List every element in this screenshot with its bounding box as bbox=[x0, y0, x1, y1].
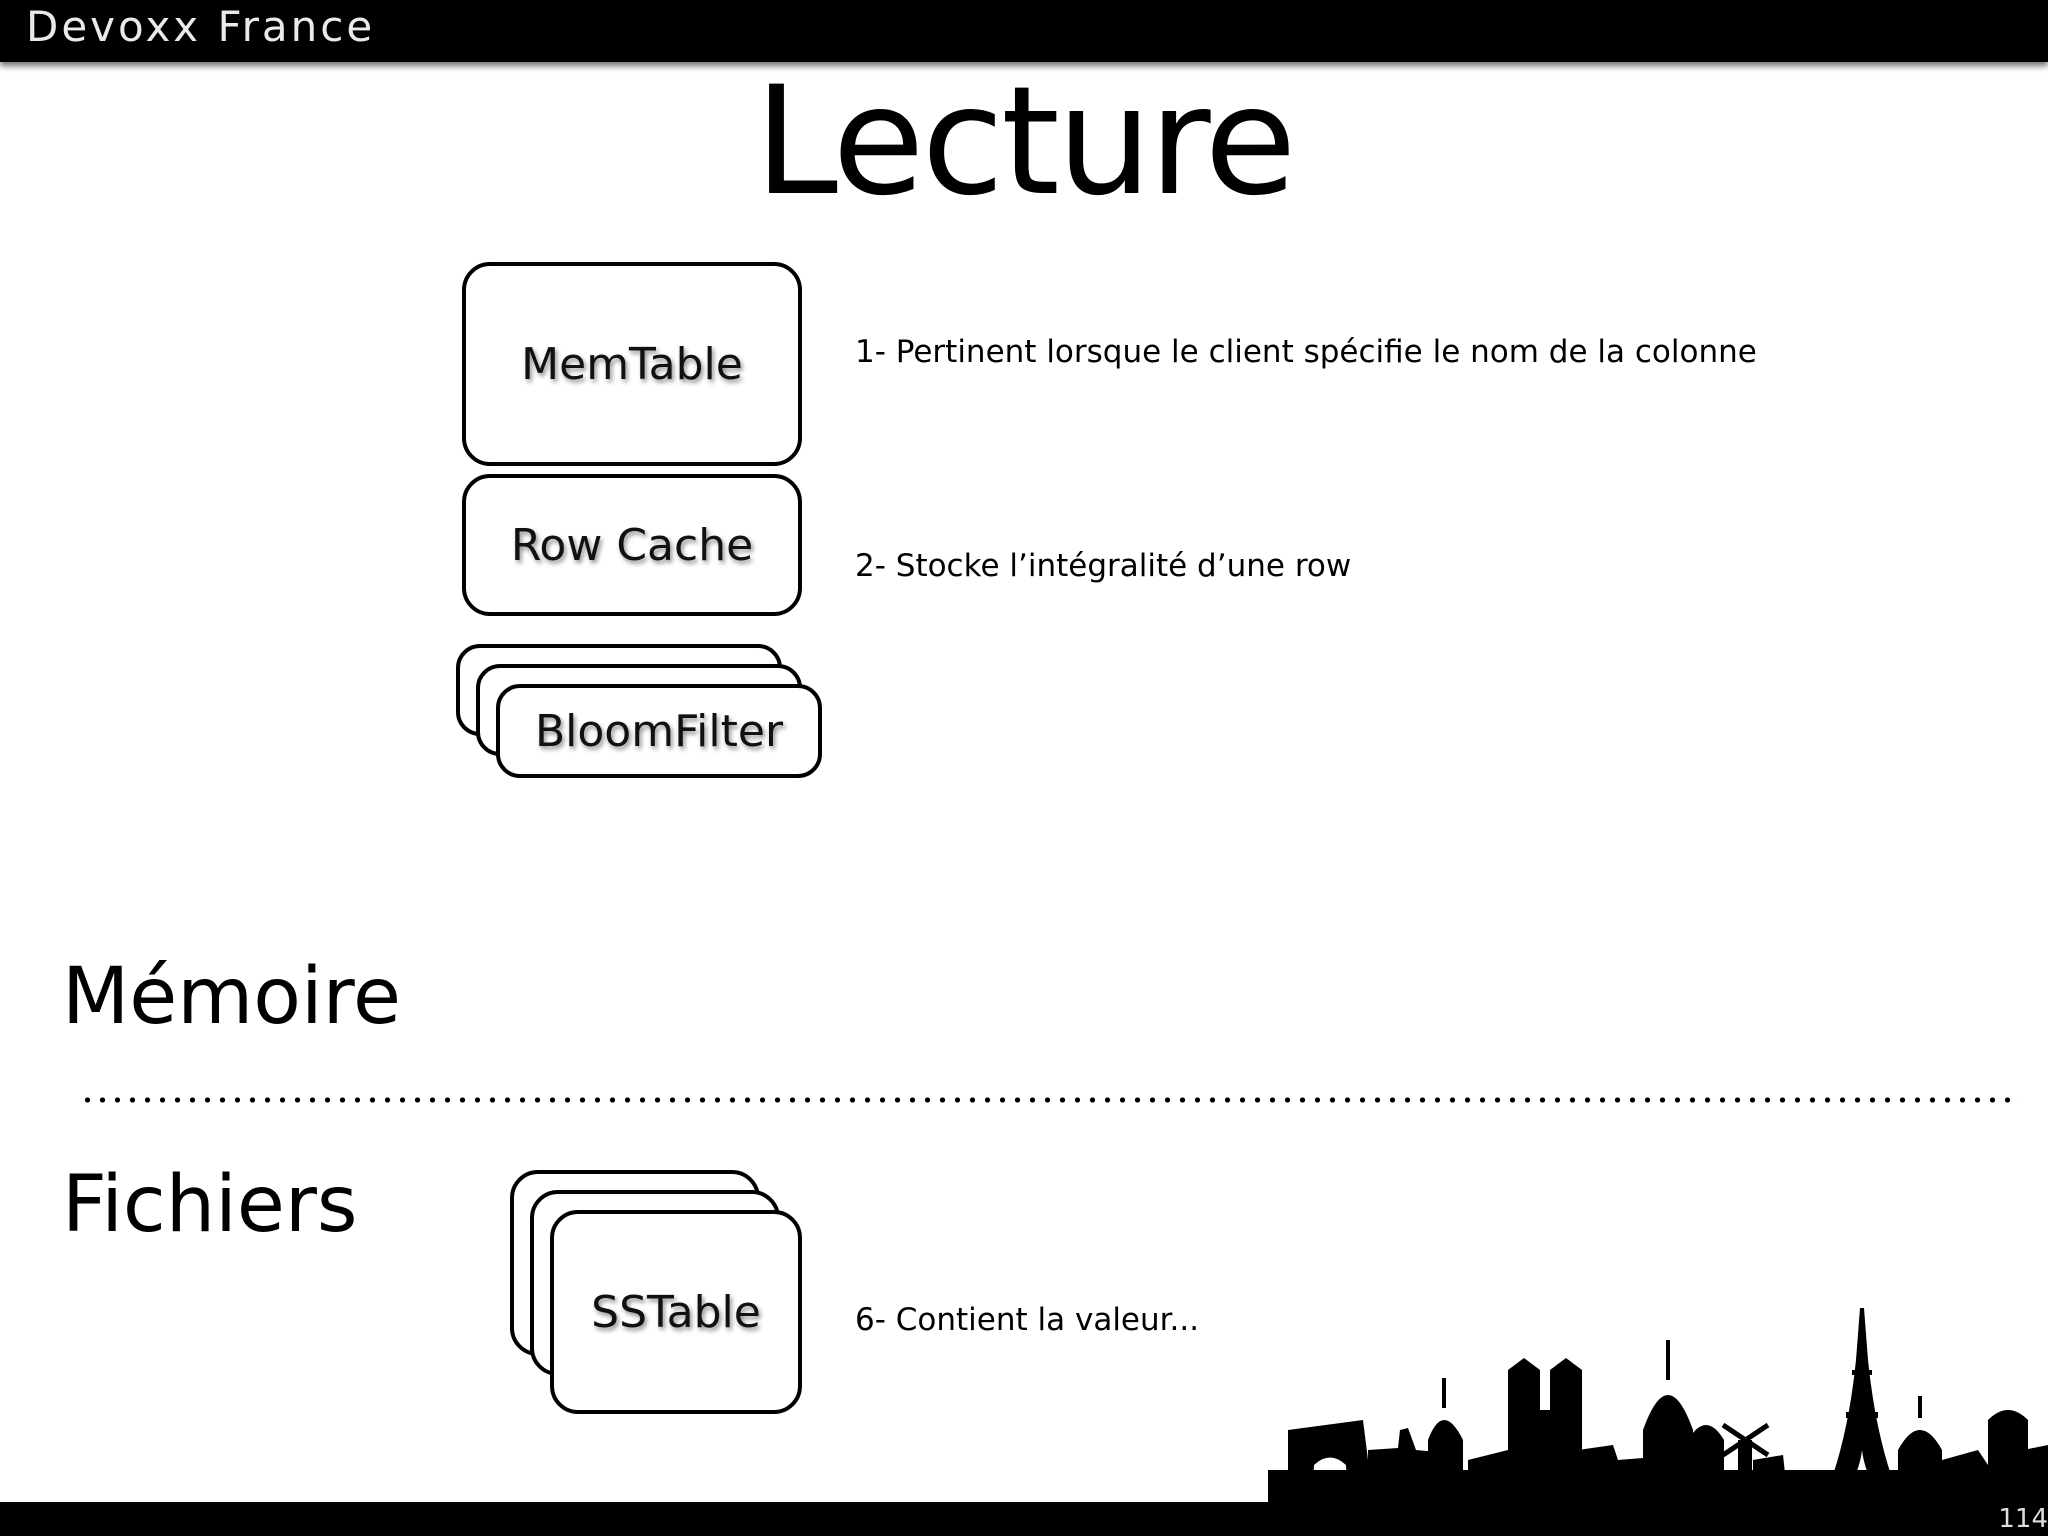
bottom-bar bbox=[0, 1502, 2048, 1536]
note-6: 6- Contient la valeur... bbox=[855, 1302, 1200, 1338]
brand-logo: Devoxx France bbox=[26, 2, 376, 51]
row-cache-label: Row Cache bbox=[510, 519, 754, 571]
top-bar: Devoxx France bbox=[0, 0, 2048, 62]
sstable-label: SSTable bbox=[591, 1286, 761, 1338]
note-2: 2- Stocke l’intégralité d’une row bbox=[855, 548, 1352, 584]
section-memory: Mémoire bbox=[62, 952, 402, 1042]
bloom-filter-box: BloomFilter bbox=[496, 684, 822, 778]
section-divider bbox=[80, 1096, 2020, 1104]
row-cache-box: Row Cache bbox=[462, 474, 802, 616]
section-files: Fichiers bbox=[62, 1160, 358, 1250]
paris-skyline-icon bbox=[1268, 1308, 2048, 1510]
memtable-box: MemTable bbox=[462, 262, 802, 466]
sstable-box: SSTable bbox=[550, 1210, 802, 1414]
bloom-filter-label: BloomFilter bbox=[534, 705, 784, 757]
memtable-label: MemTable bbox=[521, 338, 743, 390]
slide-title: Lecture bbox=[754, 55, 1296, 229]
page-number: 114 bbox=[1998, 1504, 2048, 1534]
note-1: 1- Pertinent lorsque le client spécifie … bbox=[855, 334, 1757, 370]
